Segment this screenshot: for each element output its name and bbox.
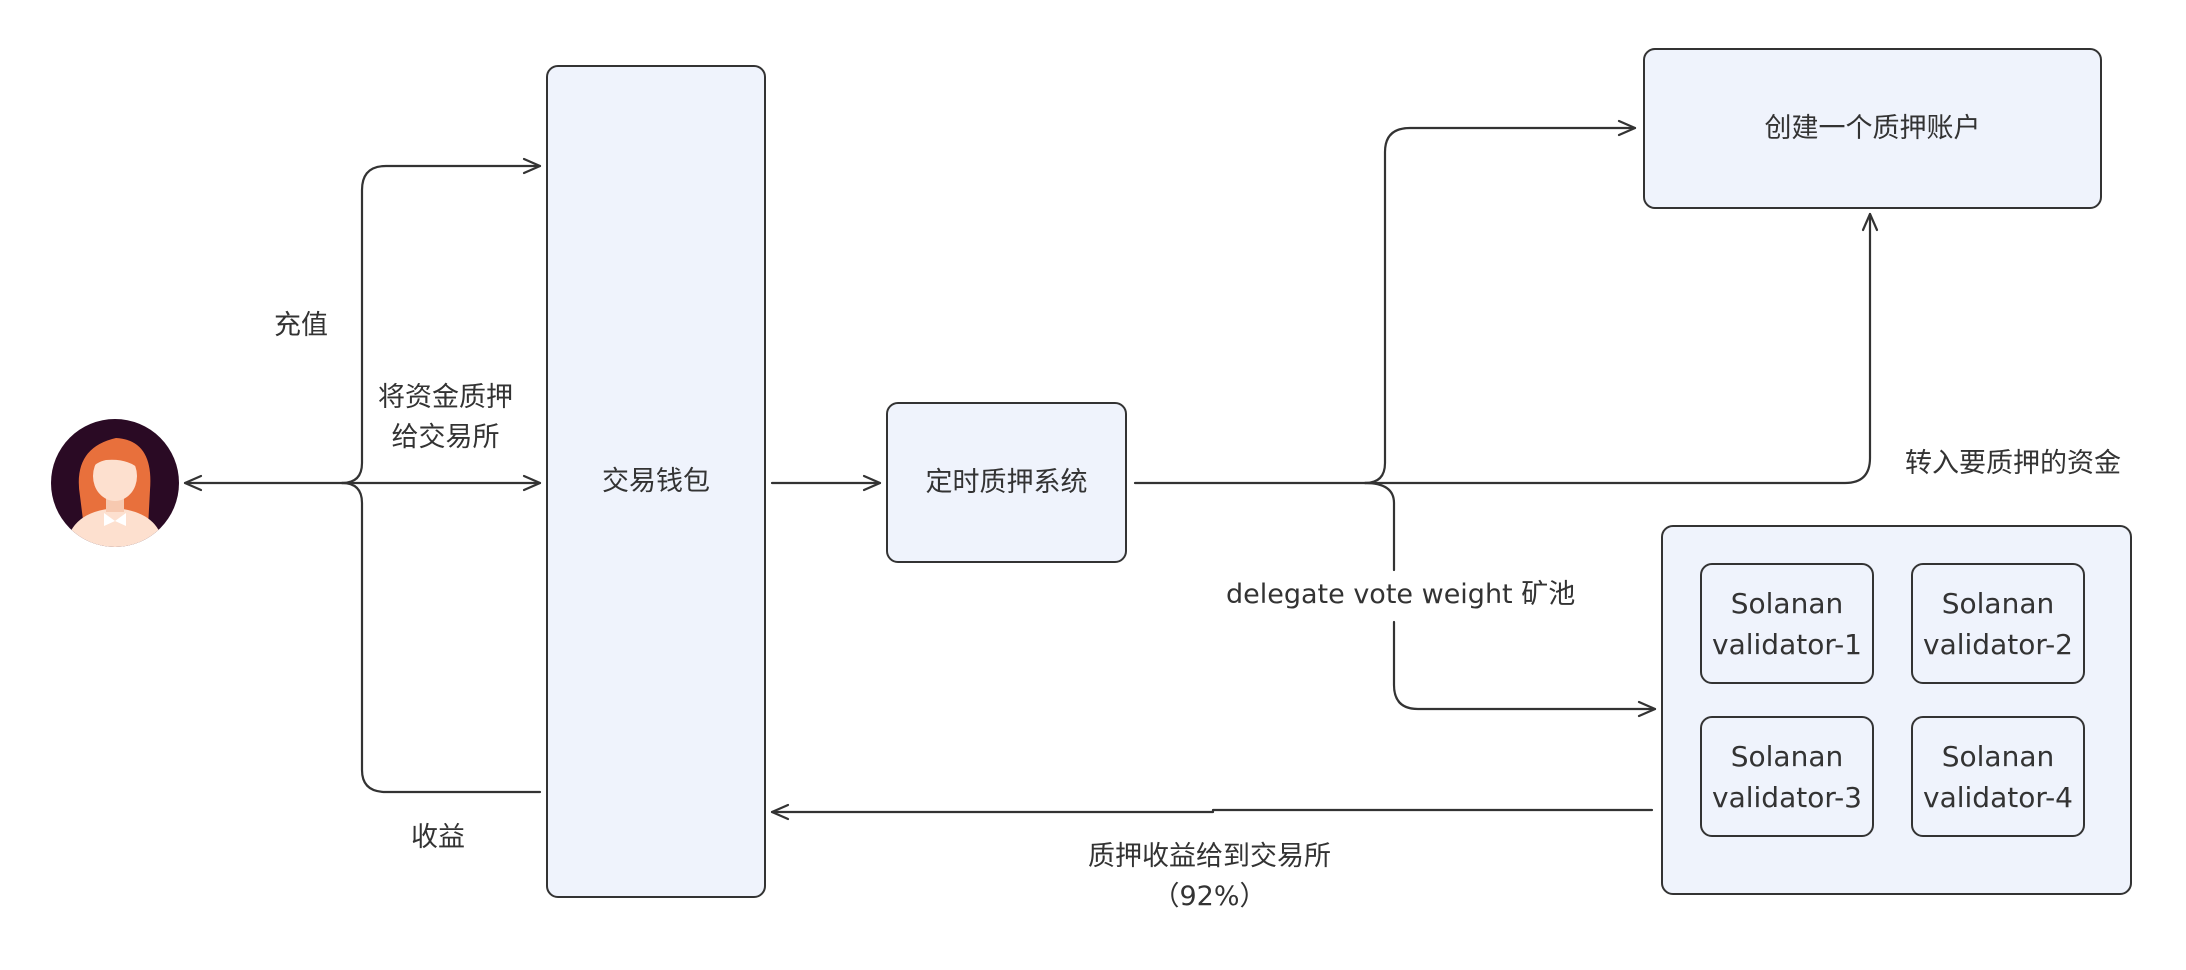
transfer-funds-label: 转入要质押的资金: [1905, 448, 2121, 479]
user-avatar-icon: [51, 419, 179, 547]
exchange-wallet-box: 交易钱包: [546, 65, 766, 898]
validator-2-line2: validator-2: [1923, 627, 2073, 661]
validator-2-box: Solanan validator-2: [1911, 563, 2085, 684]
delegate-vote-label: delegate vote weight 矿池: [1226, 579, 1576, 610]
exchange-wallet-label: 交易钱包: [602, 465, 710, 497]
stake-reward-label: 质押收益给到交易所 （92%）: [1088, 837, 1331, 917]
stake-funds-label-line2: 给交易所: [391, 422, 500, 453]
validator-4-line2: validator-4: [1923, 780, 2073, 814]
stake-funds-label: 将资金质押 给交易所: [378, 378, 513, 458]
validator-2-line1: Solanan: [1941, 586, 2055, 620]
arrow-delegate: [1363, 481, 1655, 709]
create-stake-account-box: 创建一个质押账户: [1643, 48, 2102, 209]
validator-1-line2: validator-1: [1712, 627, 1862, 661]
stake-funds-label-line1: 将资金质押: [378, 382, 513, 413]
validator-4-box: Solanan validator-4: [1911, 716, 2085, 837]
validator-3-line2: validator-3: [1712, 780, 1862, 814]
validator-3-box: Solanan validator-3: [1700, 716, 1874, 837]
create-stake-account-label: 创建一个质押账户: [1764, 112, 1981, 144]
validator-4-line1: Solanan: [1941, 739, 2055, 773]
staking-system-box: 定时质押系统: [886, 402, 1127, 563]
arrow-create-account: [1363, 119, 1637, 485]
deposit-label: 充值: [274, 310, 328, 341]
stake-reward-label-line1: 质押收益给到交易所: [1088, 841, 1331, 872]
arrow-rewards: [770, 803, 1654, 821]
validator-3-line1: Solanan: [1730, 739, 1844, 773]
line-earnings: [340, 481, 542, 794]
validator-1-box: Solanan validator-1: [1700, 563, 1874, 684]
stake-reward-label-line2: （92%）: [1152, 881, 1267, 912]
earnings-label: 收益: [411, 822, 465, 853]
validator-1-line1: Solanan: [1730, 586, 1844, 620]
arrow-transfer-funds: [1363, 212, 1879, 485]
arrow-deposit: [340, 157, 542, 485]
staking-system-label: 定时质押系统: [925, 466, 1088, 498]
